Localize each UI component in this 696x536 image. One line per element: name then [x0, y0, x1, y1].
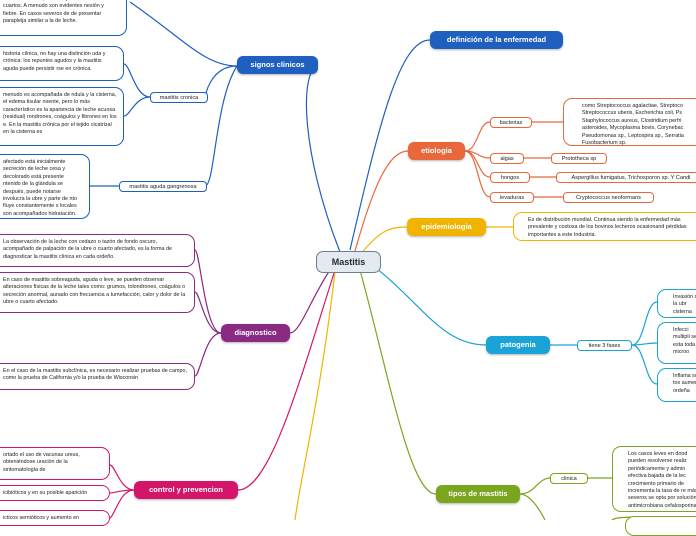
- fase-2: Infecci multipli se esta toda la microo: [657, 322, 696, 364]
- mastitis-gangrenosa-label[interactable]: mastitis aguda gangrenosa: [119, 181, 207, 192]
- link-control: [237, 269, 336, 491]
- topic-definicion[interactable]: definición de la enfermedad: [430, 31, 563, 49]
- clinica-text: Los casos leves en dond pueden resolvers…: [612, 446, 696, 512]
- topic-epidemiologia[interactable]: epidemiologia: [407, 218, 486, 236]
- link-definicion: [349, 39, 431, 251]
- link-tipos: [359, 269, 437, 495]
- link-patogenia: [367, 261, 487, 346]
- clinica-label[interactable]: clinica: [550, 473, 588, 484]
- mastitis-cronica-label[interactable]: mastitis cronica: [150, 92, 208, 103]
- bacterias-text: como Streptococcus agalactiae, Streptoco…: [563, 98, 696, 146]
- topic-signos-clinicos[interactable]: signos clinicos: [237, 56, 318, 74]
- topic-tipos-de-mastitis[interactable]: tipos de mastitis: [436, 485, 520, 503]
- epidemiologia-text: Es de distribución mundial. Continua sie…: [513, 212, 696, 241]
- control-text-1: ortado el uso de vacunas ureus, obtenién…: [0, 447, 110, 480]
- topic-etiologia[interactable]: etiologia: [408, 142, 465, 160]
- topic-patogenia[interactable]: patogenia: [486, 336, 550, 354]
- bacterias-label[interactable]: bacterias: [490, 117, 532, 128]
- algas-text: Prototheca sp: [551, 153, 607, 164]
- tiene-3-fases-label[interactable]: tiene 3 fases: [577, 340, 632, 351]
- gangrenosa-text: afectado está inicialmente secreción de …: [0, 154, 90, 219]
- control-text-3: icticos semióticos y aumento en: [0, 510, 110, 526]
- algas-label[interactable]: algas: [490, 153, 524, 164]
- subclinica-box-partial: [625, 516, 696, 536]
- link-diagnostico: [289, 269, 331, 334]
- diagnostico-text-1: La observación de la leche con cedazo o …: [0, 234, 195, 267]
- connector-lines: [90, 1, 658, 520]
- control-text-2: icibióticos y en su posible aparición: [0, 485, 110, 501]
- levaduras-label[interactable]: levaduras: [490, 192, 534, 203]
- topic-control-y-prevencion[interactable]: control y prevencion: [134, 481, 238, 499]
- fase-1: Invasión de la ubr cisterna: [657, 289, 696, 318]
- signos-text-top: inflamación dura, caliente y dolorosa má…: [0, 0, 127, 36]
- topic-diagnostico[interactable]: diagnostico: [221, 324, 290, 342]
- levaduras-text: Cryptococcus neoformans: [563, 192, 654, 203]
- diagnostico-text-3: En el caso de la mastitis subclínica, es…: [0, 363, 195, 390]
- link-etiologia: [354, 150, 409, 252]
- diagnostico-text-2: En caso de mastitis sobreaguda, aguda o …: [0, 272, 195, 313]
- fase-3: Inflama sus tox aument ordeña: [657, 368, 696, 402]
- cronica-text-1: historia clínica, no hay una distinción …: [0, 46, 124, 81]
- hongos-text: Aspergillus fumigatus, Trichosporon sp. …: [556, 172, 696, 183]
- cronica-text-2: menudo es acompañada de ndula y la ciste…: [0, 87, 124, 146]
- link-signos: [305, 65, 341, 253]
- link-epidemiologia: [359, 226, 408, 256]
- hongos-label[interactable]: hongos: [490, 172, 530, 183]
- central-topic[interactable]: Mastitis: [316, 251, 381, 273]
